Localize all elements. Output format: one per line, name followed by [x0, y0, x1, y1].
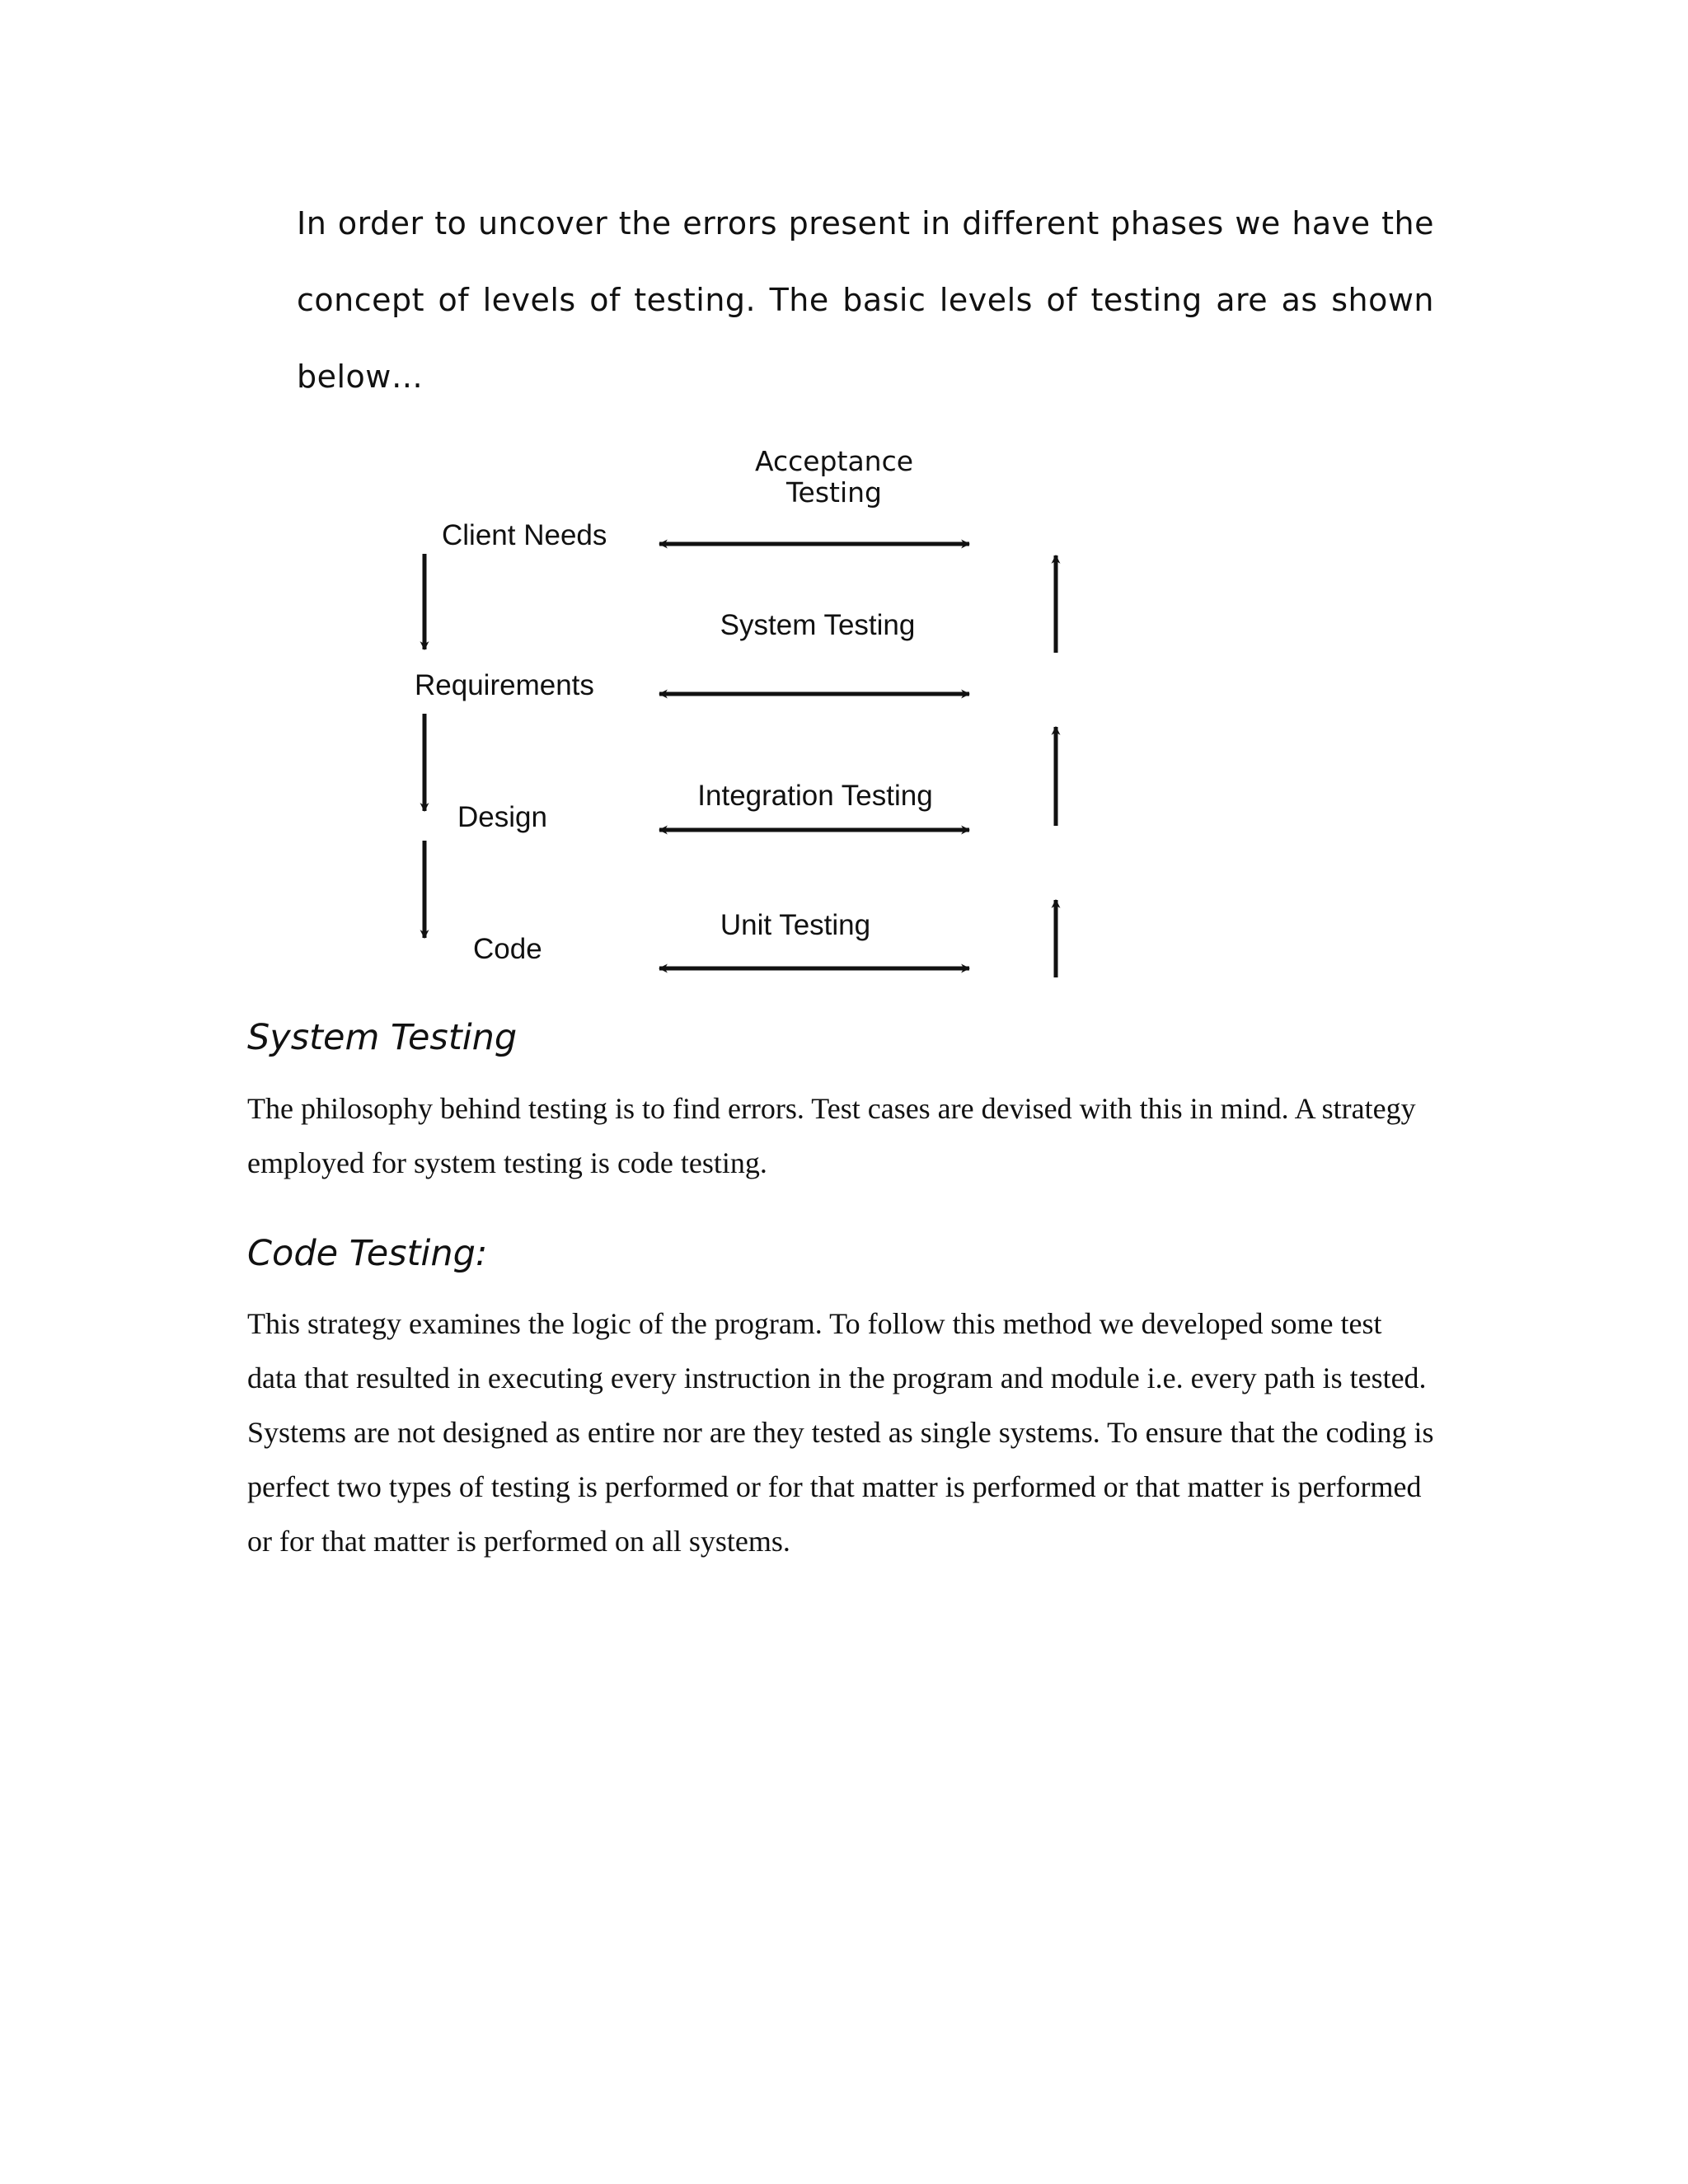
section-heading-code-testing: Code Testing: — [247, 1233, 488, 1274]
level-unit-testing: Unit Testing — [720, 909, 870, 941]
level-acceptance-line2: Testing — [785, 476, 882, 509]
section-body-system-testing: The philosophy behind testing is to find… — [247, 1092, 1416, 1179]
level-integration-testing: Integration Testing — [697, 780, 932, 812]
intro-paragraph: In order to uncover the errors present i… — [297, 205, 1434, 395]
level-acceptance-line1: Acceptance — [755, 445, 913, 477]
phase-requirements: Requirements — [415, 669, 594, 701]
phase-design: Design — [457, 801, 547, 833]
phase-code: Code — [473, 933, 542, 965]
phase-client-needs: Client Needs — [442, 519, 607, 551]
section-body-code-testing: This strategy examines the logic of the … — [247, 1307, 1434, 1558]
double-arrows — [658, 539, 971, 973]
level-system-testing: System Testing — [720, 609, 916, 641]
section-heading-system-testing: System Testing — [247, 1017, 518, 1058]
